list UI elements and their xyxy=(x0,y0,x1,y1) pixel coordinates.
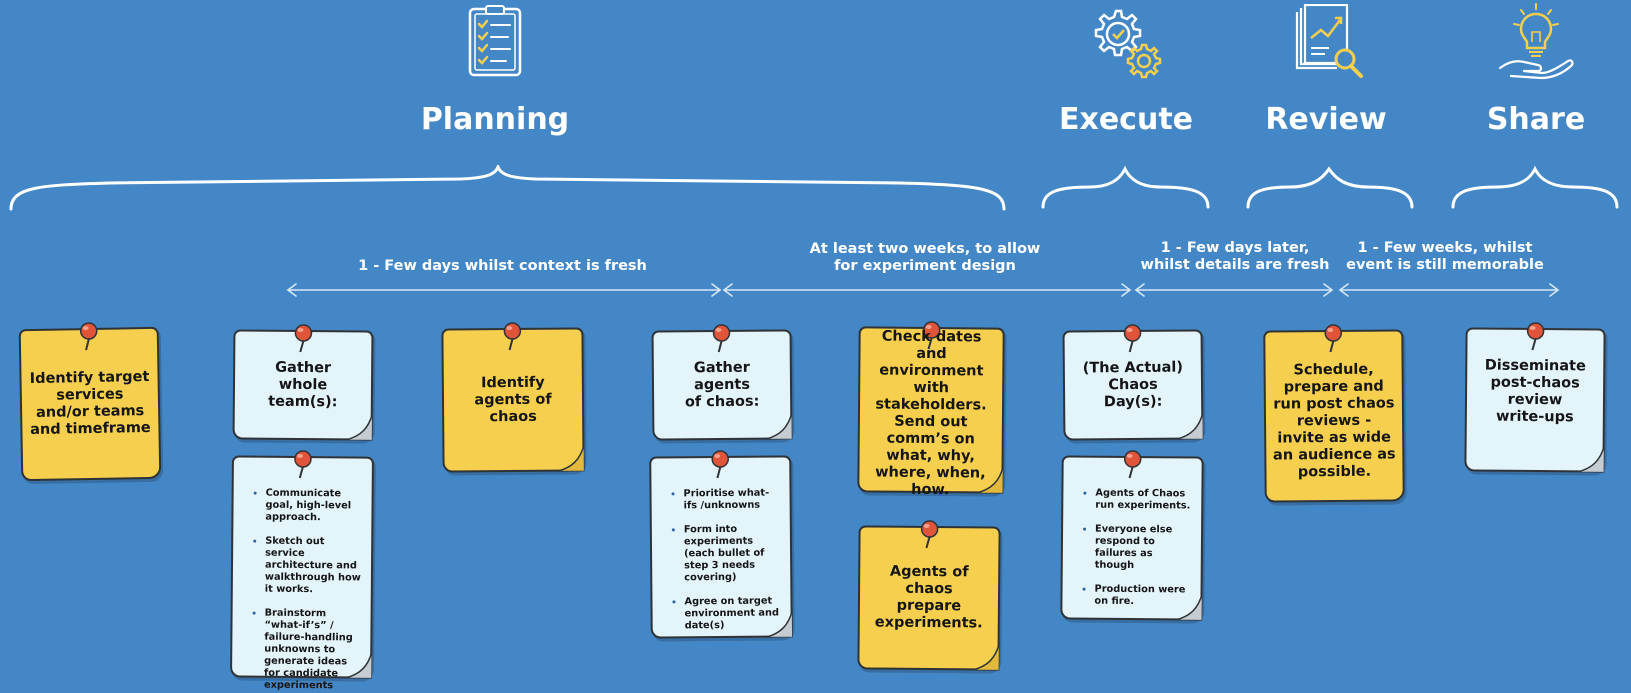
pushpin-icon xyxy=(711,450,729,479)
pushpin-icon xyxy=(920,520,939,549)
sticky-note-schedule-reviews: Schedule, prepare and run post chaos rev… xyxy=(1263,324,1405,503)
timing-text-line1: At least two weeks, to allow xyxy=(809,241,1041,257)
timing-text-line2: for experiment design xyxy=(834,258,1016,274)
sticky-note-check-dates: Check dates and environment with stakeho… xyxy=(857,321,1005,499)
timing-text-line1: 1 - Few weeks, whilst xyxy=(1357,240,1533,256)
timing-text-line2: event is still memorable xyxy=(1346,257,1544,273)
sticky-note-gather-agents: Gather agents of chaos: xyxy=(651,324,793,441)
timing-label-planning: 1 - Few days whilst context is fresh xyxy=(330,258,675,275)
pushpin-icon xyxy=(1123,450,1142,479)
sticky-note-chaos-day-agenda: Agents of Chaos run experiments. Everyon… xyxy=(1060,450,1204,621)
pushpin-icon xyxy=(1526,322,1545,351)
timing-label-execute: 1 - Few days later, whilst details are f… xyxy=(1130,240,1340,274)
pushpin-icon xyxy=(1123,324,1142,353)
page-curl-icon xyxy=(764,609,793,638)
timing-text-line1: 1 - Few days later, xyxy=(1160,240,1310,256)
note-text: Identify target services and/or teams an… xyxy=(29,368,151,439)
timing-label-experiment-design: At least two weeks, to allow for experim… xyxy=(785,241,1065,275)
note-text: Gather agents of chaos: xyxy=(684,359,760,410)
sticky-note-agents-agenda: Prioritise what-ifs /unknowns Form into … xyxy=(649,450,793,639)
pushpin-icon xyxy=(712,324,731,353)
phase-title-planning: Planning xyxy=(420,102,570,137)
sticky-note-prepare-experiments: Agents of chaos prepare experiments. xyxy=(857,520,1001,671)
brace-review xyxy=(1246,166,1414,209)
pushpin-icon xyxy=(294,450,312,479)
note-text: (The Actual) Chaos Day(s): xyxy=(1082,359,1184,410)
brace-share xyxy=(1451,165,1619,209)
page-curl-icon xyxy=(556,443,585,472)
sticky-note-identify-targets: Identify target services and/or teams an… xyxy=(18,322,162,482)
report-magnifier-icon xyxy=(1295,4,1363,78)
sticky-note-team-agenda: Communicate goal, high-level approach. S… xyxy=(230,450,374,692)
list-item: Agents of Chaos run experiments. xyxy=(1095,488,1193,513)
note-text: Schedule, prepare and run post chaos rev… xyxy=(1272,361,1396,480)
note-list: Prioritise what-ifs /unknowns Form into … xyxy=(657,457,785,636)
page-curl-icon xyxy=(975,465,1004,494)
note-list: Agents of Chaos run experiments. Everyon… xyxy=(1068,457,1195,618)
sticky-note-chaos-day: (The Actual) Chaos Day(s): xyxy=(1062,324,1204,441)
phase-braces xyxy=(9,165,1619,211)
note-text: Disseminate post-chaos review write-ups xyxy=(1484,357,1586,426)
list-item: Brainstorm “what-if’s” / failure-handlin… xyxy=(264,608,363,693)
page-curl-icon xyxy=(343,650,373,679)
list-item: Agree on target environment and date(s) xyxy=(684,595,782,632)
phase-title-execute: Execute xyxy=(1058,102,1194,137)
timing-text-line2: whilst details are fresh xyxy=(1140,257,1330,273)
page-curl-icon xyxy=(971,642,1000,671)
sticky-note-gather-team: Gather whole team(s): xyxy=(232,324,374,441)
note-text: Agents of chaos prepare experiments. xyxy=(874,563,983,632)
phase-title-share: Share xyxy=(1486,102,1586,137)
pushpin-icon xyxy=(1324,324,1343,353)
note-list: Communicate goal, high-level approach. S… xyxy=(238,457,366,692)
page-curl-icon xyxy=(1175,411,1204,440)
gears-icon xyxy=(1094,9,1162,79)
sticky-note-disseminate: Disseminate post-chaos review write-ups xyxy=(1464,322,1606,473)
pushpin-icon xyxy=(922,321,941,350)
list-item: Everyone else respond to failures as tho… xyxy=(1095,524,1193,573)
brace-execute xyxy=(1041,165,1210,209)
timing-label-review: 1 - Few weeks, whilst event is still mem… xyxy=(1335,240,1555,274)
timing-text: 1 - Few days whilst context is fresh xyxy=(358,258,647,274)
page-curl-icon xyxy=(1576,444,1605,473)
phase-title-review: Review xyxy=(1265,102,1387,137)
note-text: Check dates and environment with stakeho… xyxy=(875,328,987,499)
sticky-note-identify-agents: Identify agents of chaos xyxy=(441,322,585,473)
list-item: Form into experiments (each bullet of st… xyxy=(684,523,783,584)
clipboard-checklist-icon xyxy=(468,5,522,77)
list-item: Sketch out service architecture and walk… xyxy=(265,536,364,597)
list-item: Production were on fire. xyxy=(1094,584,1192,609)
page-curl-icon xyxy=(1174,592,1203,621)
page-curl-icon xyxy=(344,412,373,441)
pushpin-icon xyxy=(503,322,522,351)
brace-planning xyxy=(9,165,1006,211)
list-item: Communicate goal, high-level approach. xyxy=(265,488,363,525)
page-curl-icon xyxy=(764,411,793,440)
lightbulb-hand-icon xyxy=(1498,3,1574,80)
pushpin-icon xyxy=(294,324,313,353)
note-text: Gather whole team(s): xyxy=(268,359,338,410)
pushpin-icon xyxy=(79,322,98,351)
timeline-arrows xyxy=(286,283,1560,297)
note-text: Identify agents of chaos xyxy=(474,374,552,425)
list-item: Prioritise what-ifs /unknowns xyxy=(683,487,781,512)
